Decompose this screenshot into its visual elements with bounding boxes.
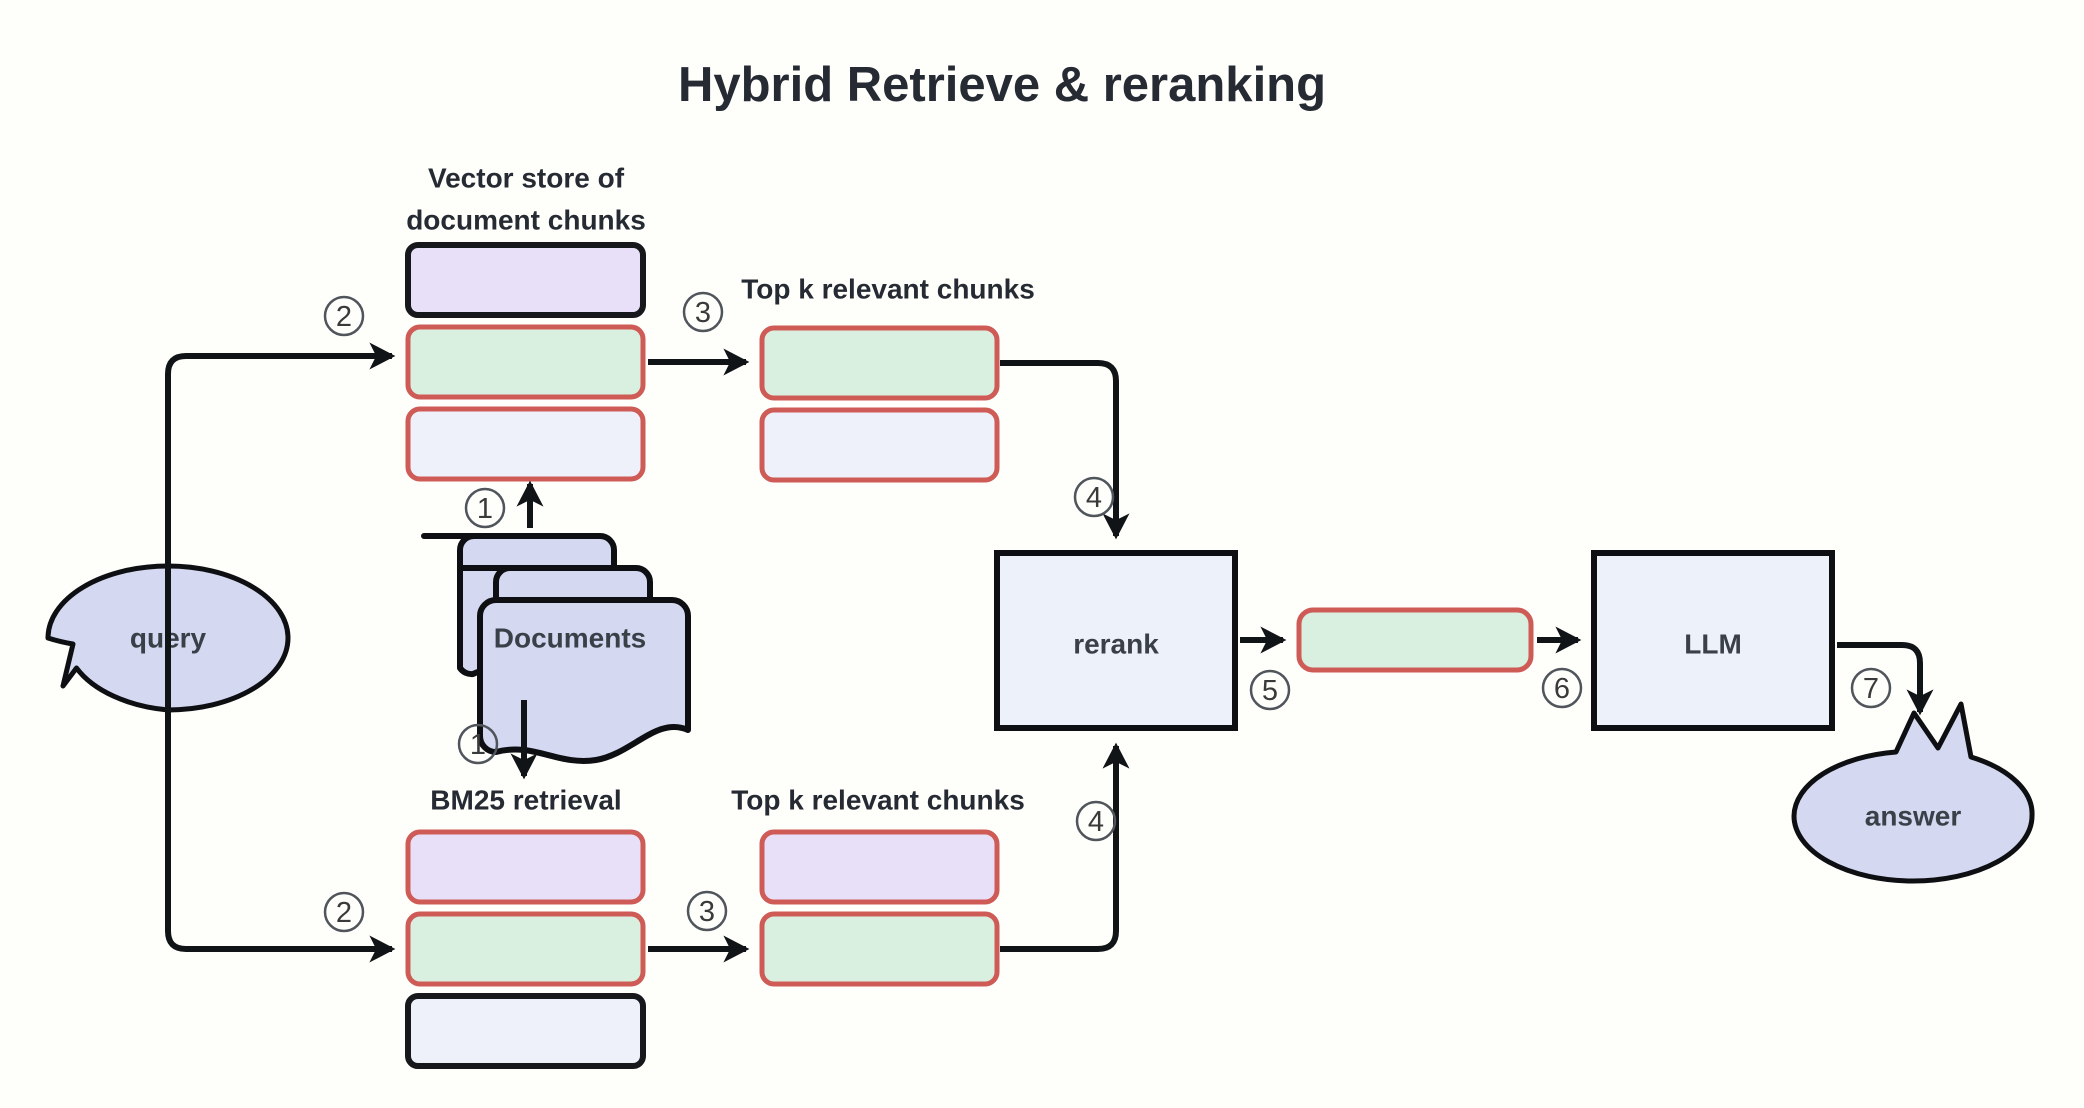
answer-bubble[interactable]: answer <box>1791 701 2035 884</box>
bm25-label: BM25 retrieval <box>430 784 621 815</box>
chunk-group-topk-lower <box>759 829 1000 987</box>
step-badge-4-top: 4 <box>1073 476 1115 518</box>
step-badge-1-down: 1 <box>457 723 499 765</box>
step-badge-2-bottom-text: 2 <box>336 897 352 929</box>
step-badge-3-top: 3 <box>682 291 724 333</box>
step-badge-2-top-text: 2 <box>336 301 352 333</box>
chunk-topk-upper-2[interactable] <box>759 407 1000 483</box>
vector-store-label-line2: document chunks <box>406 204 646 235</box>
chunk-topk-lower-2[interactable] <box>759 911 1000 987</box>
rerank-label: rerank <box>1073 628 1159 659</box>
rerank-box[interactable]: rerank <box>994 550 1238 731</box>
step-badge-2-bottom: 2 <box>323 891 365 933</box>
step-badge-7-text: 7 <box>1863 673 1879 705</box>
chunk-group-vector-store <box>405 242 646 482</box>
rerank-rect <box>994 550 1238 731</box>
step-badge-1-up: 1 <box>464 487 506 529</box>
step-badge-1-up-text: 1 <box>477 493 493 525</box>
chunk-bm25-1[interactable] <box>405 829 646 905</box>
step-badge-4-top-text: 4 <box>1086 482 1102 514</box>
step-badge-6-text: 6 <box>1554 673 1570 705</box>
flow-topk-lower-to-rerank <box>1000 742 1130 952</box>
chunk-topk-upper-1[interactable] <box>759 325 1000 401</box>
chunk-vector-1[interactable] <box>405 242 646 318</box>
topk-lower-label: Top k relevant chunks <box>731 784 1025 815</box>
step-badge-5-text: 5 <box>1262 675 1278 707</box>
flow-llm-to-answer <box>1837 642 1934 716</box>
step-badge-4-bottom: 4 <box>1075 800 1117 842</box>
document-sheet-front <box>477 597 691 764</box>
flow-topk-upper-to-rerank <box>1000 360 1130 540</box>
answer-label: answer <box>1865 800 1962 831</box>
reranked-chunk[interactable] <box>1296 607 1534 673</box>
step-badge-2-top: 2 <box>323 295 365 337</box>
llm-box[interactable]: LLM <box>1591 550 1835 731</box>
vector-store-label-line1: Vector store of <box>428 162 625 193</box>
step-badge-3-top-text: 3 <box>695 297 711 329</box>
step-badge-6: 6 <box>1541 667 1583 709</box>
chunk-vector-2[interactable] <box>405 324 646 400</box>
page-title: Hybrid Retrieve & reranking <box>678 58 1326 112</box>
flow-query-to-vector-store <box>165 342 396 710</box>
llm-rect <box>1591 550 1835 731</box>
chunk-topk-lower-1[interactable] <box>759 829 1000 905</box>
llm-label: LLM <box>1684 628 1742 659</box>
chunk-bm25-3[interactable] <box>405 993 646 1069</box>
chunk-vector-3[interactable] <box>405 406 646 482</box>
step-badge-1-down-text: 1 <box>470 729 486 761</box>
flow-query-to-bm25 <box>165 710 396 963</box>
topk-upper-label: Top k relevant chunks <box>741 273 1035 304</box>
documents-stack[interactable]: Documents <box>421 533 691 764</box>
step-badge-4-bottom-text: 4 <box>1088 806 1104 838</box>
step-badge-7: 7 <box>1850 667 1892 709</box>
chunk-group-bm25 <box>405 829 646 1069</box>
documents-label: Documents <box>494 622 646 653</box>
chunk-bm25-2[interactable] <box>405 911 646 987</box>
chunk-group-topk-upper <box>759 325 1000 483</box>
step-badge-3-bottom-text: 3 <box>699 896 715 928</box>
step-badge-5: 5 <box>1249 669 1291 711</box>
step-badge-3-bottom: 3 <box>686 890 728 932</box>
